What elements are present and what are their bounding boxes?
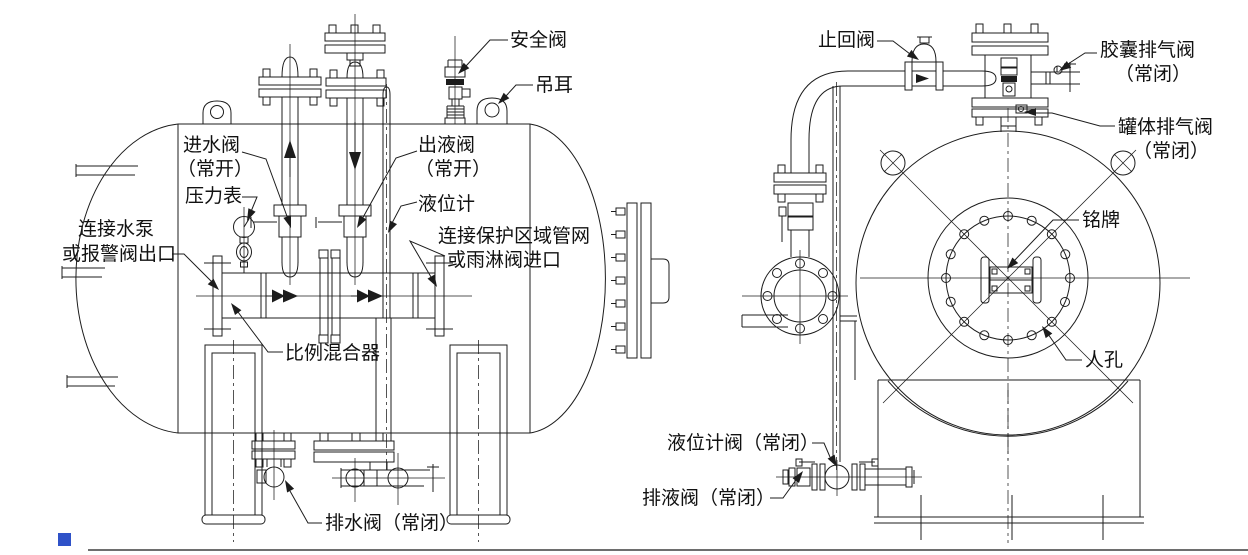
tank-legs: [201, 340, 511, 542]
outlet-riser: [315, 14, 387, 285]
label-bladder-vent: 胶囊排气阀: [1100, 39, 1196, 61]
label-check-valve: 止回阀: [818, 29, 876, 51]
label-manhole: 人孔: [1085, 349, 1124, 371]
label-level-gauge: 液位计: [418, 193, 476, 215]
manhole-flange-side: [611, 202, 670, 359]
level-gauge-tube: [375, 84, 392, 470]
manhole-end-view: [927, 197, 1089, 359]
drain-valve-assembly: [251, 430, 296, 500]
label-liquid-drain-valve: 排液阀（常闭）: [642, 487, 776, 509]
proportioner-pipe: [196, 249, 472, 344]
label-network-connection: 连接保护区域管网: [438, 225, 591, 247]
label-nameplate: 铭牌: [1082, 209, 1121, 231]
check-valve-assembly: [904, 36, 944, 91]
bottom-drain-assembly: [313, 432, 445, 505]
lifting-lugs: [202, 97, 508, 124]
label-tank-vent: 罐体排气阀: [1118, 116, 1214, 138]
label-bladder-vent-state: （常闭）: [1115, 63, 1192, 85]
inlet-riser: [250, 44, 322, 285]
nameplate-plate: [980, 256, 1042, 304]
label-outlet-valve-state: （常开）: [415, 158, 492, 180]
label-safety-valve: 安全阀: [510, 29, 568, 51]
label-inlet-valve-state: （常开）: [177, 158, 254, 180]
label-outlet-valve: 出液阀: [418, 134, 476, 156]
label-inlet-valve: 进水阀: [183, 134, 241, 156]
leader-lines: [172, 39, 1115, 524]
label-pump-connection-2: 或报警阀出口: [62, 243, 177, 265]
label-pressure-gauge: 压力表: [185, 185, 243, 207]
label-level-gauge-valve: 液位计阀（常闭）: [667, 432, 820, 454]
label-proportioner: 比例混合器: [285, 342, 381, 364]
level-gauge-end-view: [832, 82, 857, 470]
tank-side-view: [61, 123, 606, 434]
label-network-connection-2: 或雨淋阀进口: [447, 249, 562, 271]
label-pump-connection: 连接水泵: [78, 218, 155, 240]
selection-handle: [58, 533, 71, 546]
pressure-gauge-assembly: [233, 207, 255, 273]
label-lifting-lug: 吊耳: [535, 74, 574, 96]
label-drain-valve: 排水阀（常闭）: [325, 512, 459, 534]
inlet-pipe-end-view: [741, 70, 997, 344]
tank-end-view: [855, 108, 1190, 543]
safety-valve: [444, 36, 471, 125]
label-tank-vent-state: （常闭）: [1133, 140, 1210, 162]
